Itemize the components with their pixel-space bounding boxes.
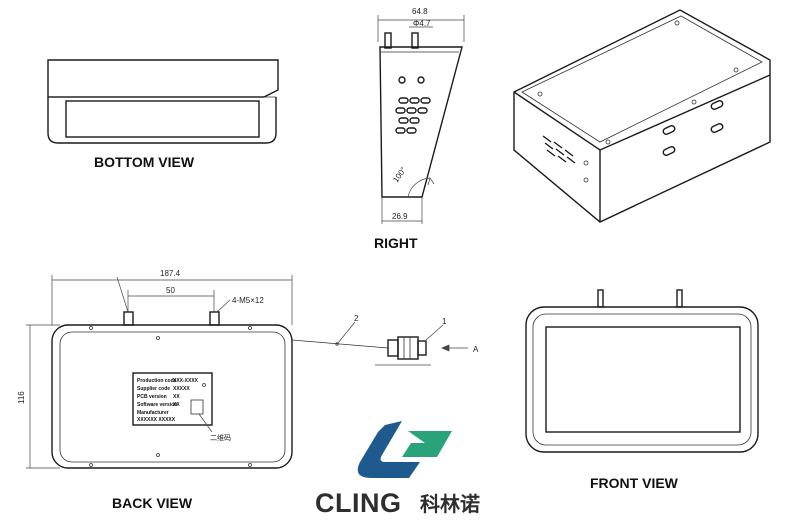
brand-name-latin: CLING — [315, 488, 402, 518]
iso-vents — [542, 135, 576, 164]
brand-name-chinese: 科林诺 — [420, 492, 480, 516]
isometric-view — [513, 9, 771, 223]
dim-stud-diameter: Φ4.7 — [413, 19, 431, 28]
brand-logo: CLING 科林诺 — [315, 421, 480, 518]
label-value-4: XX — [173, 402, 180, 408]
label-value-3: XX — [173, 394, 180, 400]
callout-a: A — [473, 345, 479, 354]
back-view-title: BACK VIEW — [112, 495, 193, 511]
label-value-1: XXX-XXXX — [173, 378, 199, 384]
dim-top-width: 64.8 — [412, 7, 428, 16]
dim-height: 116 — [17, 391, 26, 404]
back-view: 187.4 50 4-M5×12 116 Production code Sup… — [17, 269, 479, 511]
callout-1: 1 — [442, 317, 447, 326]
label-value-5: XXXXXX XXXXX — [137, 417, 176, 423]
dim-base-depth: 26.9 — [392, 212, 408, 221]
label-value-2: XXXXX — [173, 386, 190, 392]
dim-angle: 100° — [391, 165, 408, 184]
label-line-5: Manufacturer — [137, 410, 169, 416]
qr-code-callout: 二维码 — [210, 433, 231, 442]
qr-code-box — [190, 399, 204, 415]
front-view-title: FRONT VIEW — [590, 475, 679, 491]
label-line-2: Supplier code — [137, 386, 170, 392]
dim-stud-spacing: 50 — [166, 286, 175, 295]
label-line-4: Software version — [137, 402, 177, 408]
front-view: FRONT VIEW — [525, 289, 759, 491]
bottom-view: BOTTOM VIEW — [47, 59, 279, 170]
vent-slots — [395, 97, 431, 134]
dim-overall-width: 187.4 — [160, 269, 181, 278]
dim-stud-thread: 4-M5×12 — [232, 296, 264, 305]
right-view-title: RIGHT — [374, 235, 418, 251]
bottom-view-title: BOTTOM VIEW — [94, 154, 195, 170]
label-line-3: PCB version — [137, 394, 167, 400]
logo-mark-blue — [357, 421, 420, 478]
logo-mark-green — [402, 431, 452, 457]
label-line-1: Production code — [137, 378, 177, 384]
callout-2: 2 — [354, 314, 359, 323]
right-view: 64.8 Φ4.7 100° — [374, 7, 465, 251]
